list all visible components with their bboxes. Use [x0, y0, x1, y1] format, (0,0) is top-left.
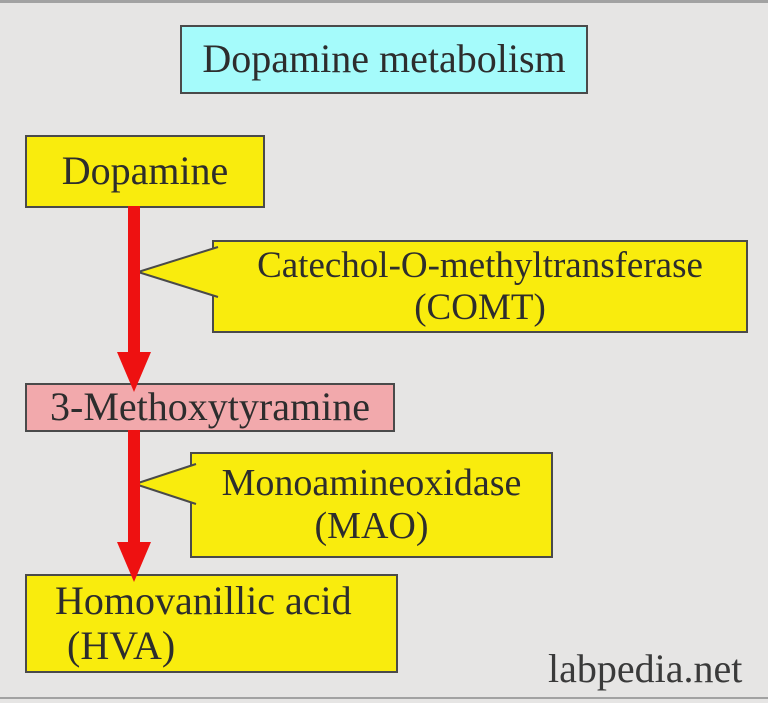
bottom-edge-line [0, 697, 768, 699]
mao-label-line2: (MAO) [314, 505, 429, 547]
enzyme-callout-mao: Monoamineoxidase (MAO) [190, 452, 553, 558]
node-dopamine: Dopamine [25, 135, 265, 208]
top-edge-line [0, 0, 768, 3]
comt-label-line2: (COMT) [414, 286, 546, 328]
node-methoxytyramine-label: 3-Methoxytyramine [50, 384, 370, 430]
node-dopamine-label: Dopamine [61, 148, 229, 194]
comt-callout-pointer [134, 246, 219, 298]
enzyme-callout-comt: Catechol-O-methyltransferase (COMT) [212, 240, 748, 333]
watermark: labpedia.net [548, 646, 743, 691]
node-hva: Homovanillic acid (HVA) [25, 574, 398, 673]
down-arrow-1-icon [117, 206, 151, 392]
node-hva-label-line1: Homovanillic acid [55, 577, 352, 623]
node-hva-label-line2: (HVA) [67, 622, 176, 668]
node-methoxytyramine: 3-Methoxytyramine [25, 383, 395, 432]
mao-callout-pointer [131, 463, 197, 505]
comt-label-line1: Catechol-O-methyltransferase [257, 245, 703, 287]
title-box: Dopamine metabolism [180, 25, 588, 94]
mao-label-line1: Monoamineoxidase [221, 462, 522, 505]
page-title: Dopamine metabolism [202, 36, 566, 82]
down-arrow-2-icon [117, 430, 151, 582]
